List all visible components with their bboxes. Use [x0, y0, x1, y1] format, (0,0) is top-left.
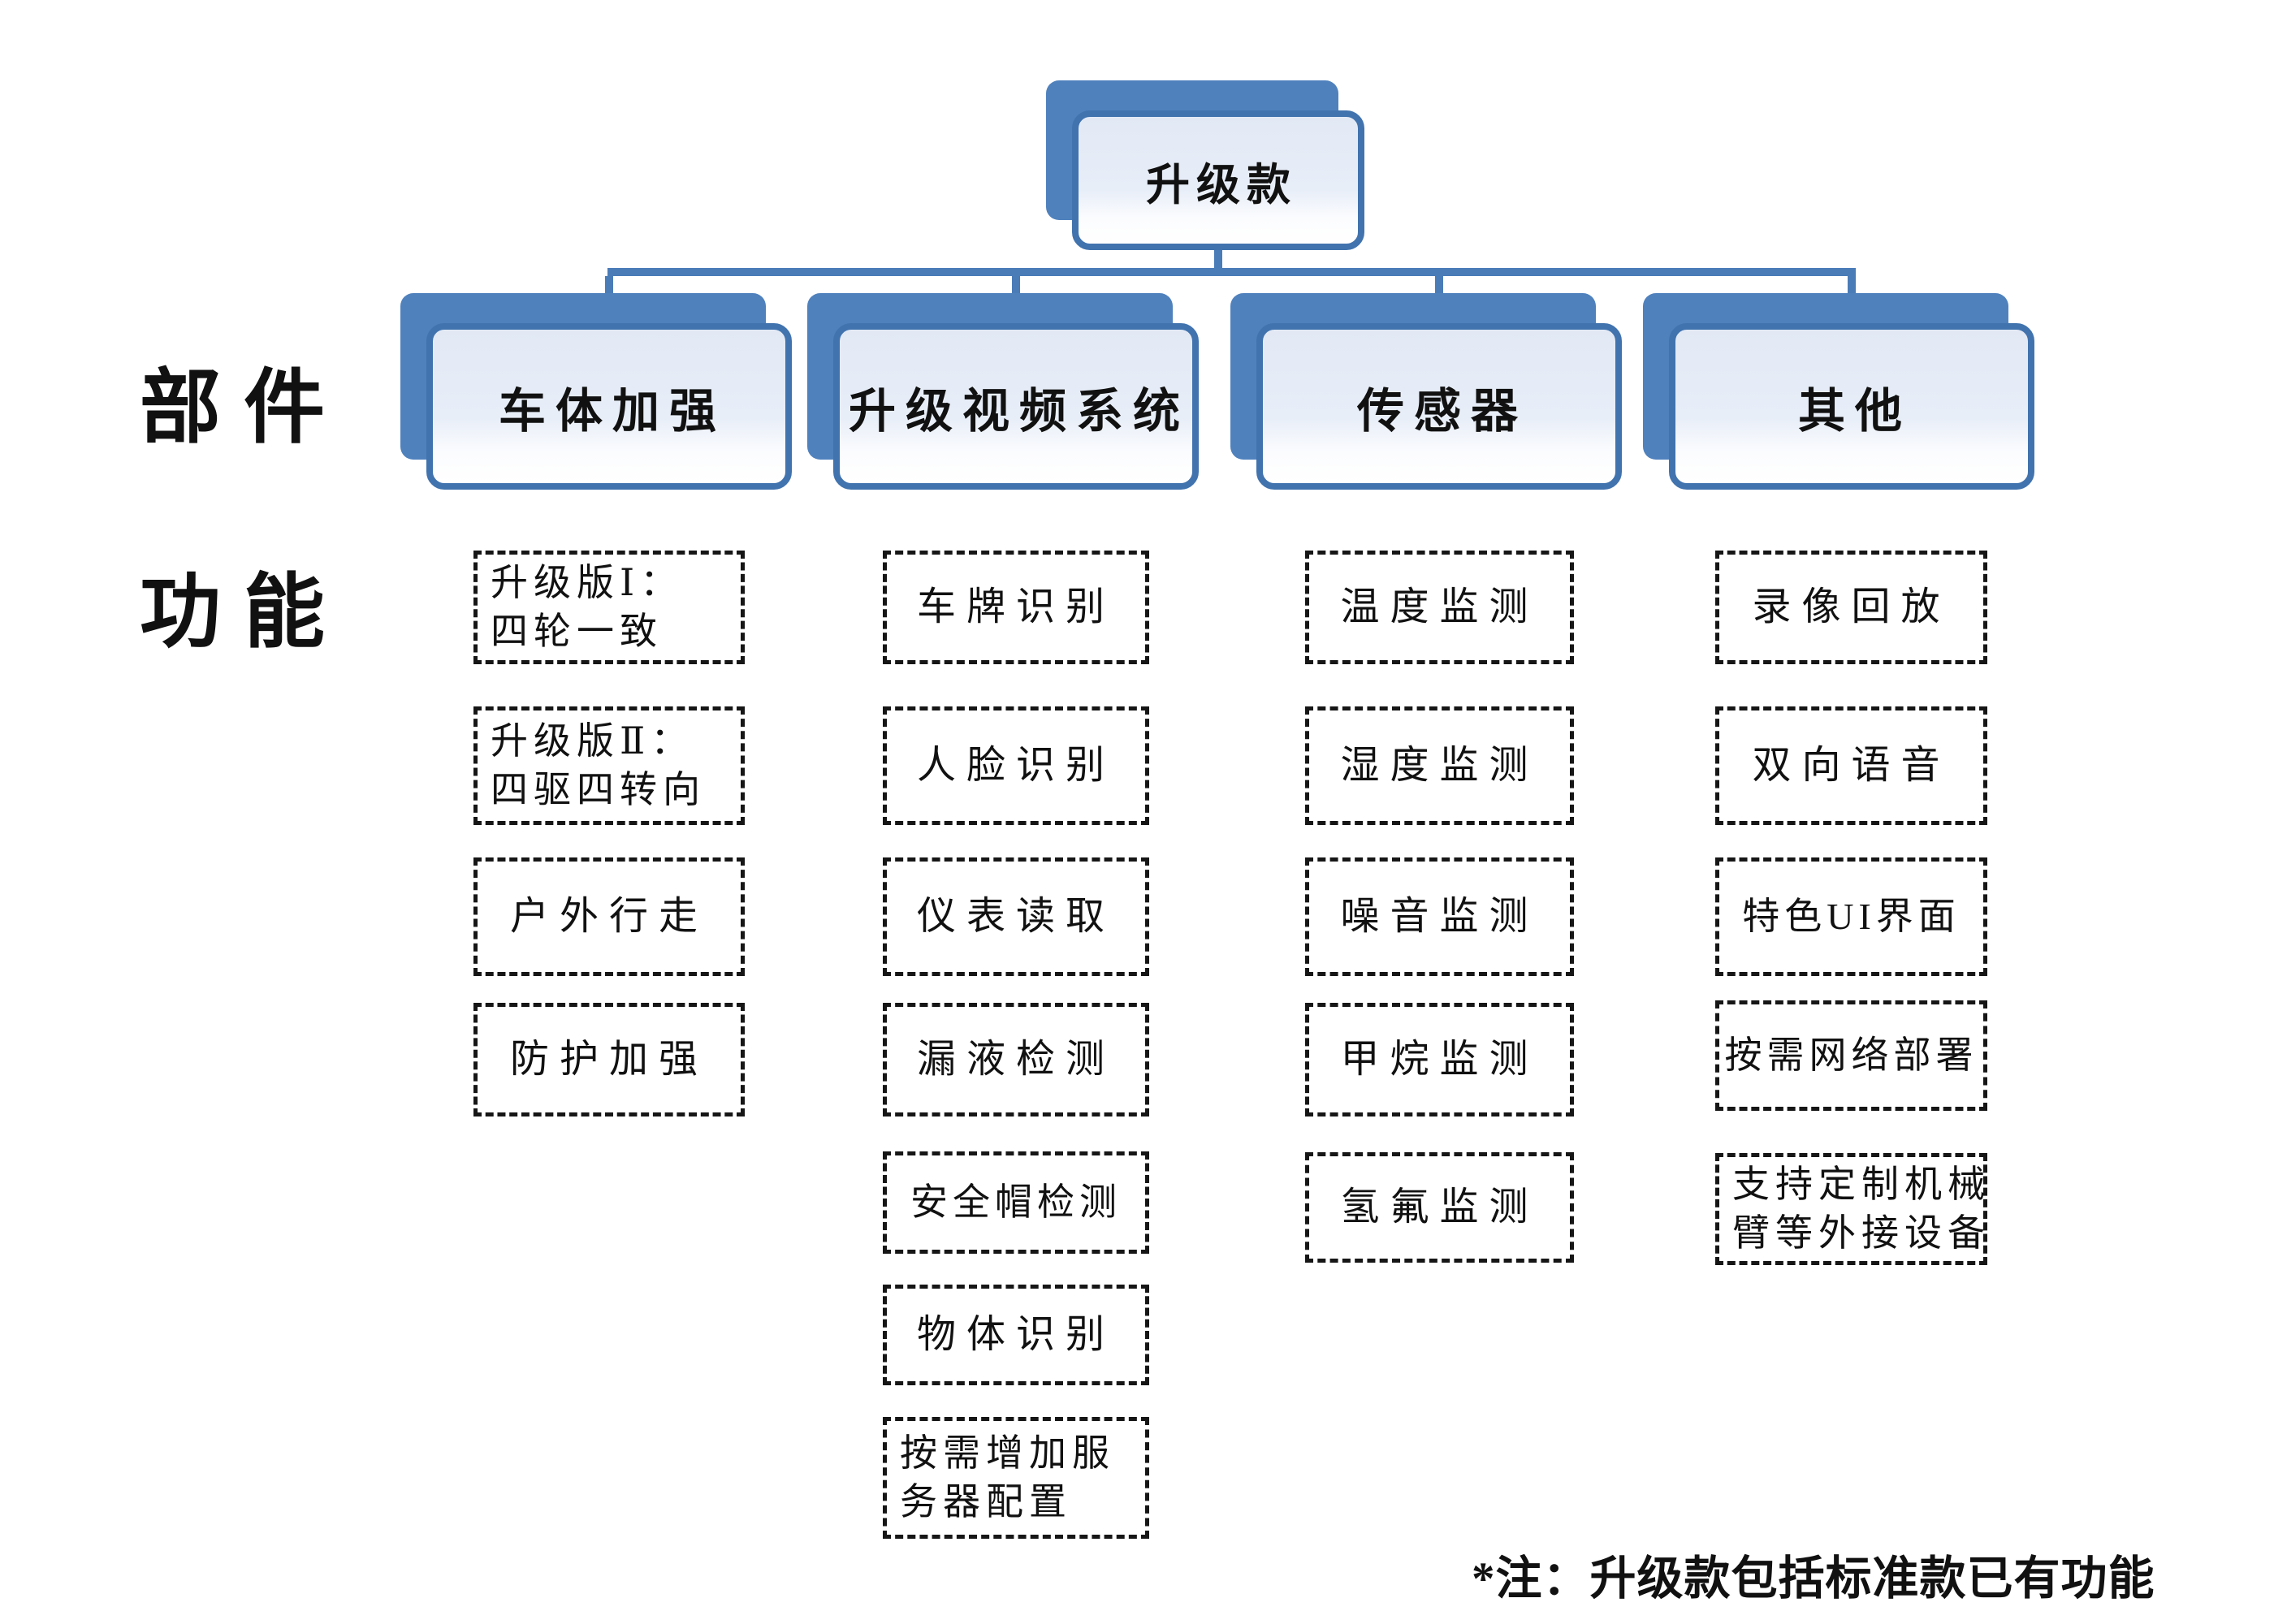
connector-root-stem: [1214, 244, 1222, 276]
column-header-other: 其他: [1643, 293, 2034, 490]
connector-drop-col3: [1435, 276, 1443, 300]
footnote: *注：升级款包括标准款已有功能: [1472, 1553, 2155, 1605]
row-label-components: 部件: [140, 363, 348, 453]
feature-label: 录像回放: [1752, 585, 1951, 628]
feature-box-external-devices: 支持定制机械 臂等外接设备: [1715, 1153, 1987, 1265]
feature-label: 防护加强: [509, 1038, 708, 1081]
feature-label: 车牌识别: [916, 585, 1115, 628]
feature-label: 升级版Ⅰ：: [491, 562, 684, 604]
column-header-label: 升级视频系统: [848, 384, 1190, 438]
feature-box-hydrofluoric: 氢氟监测: [1305, 1152, 1574, 1263]
feature-box-video-playback: 录像回放: [1715, 551, 1987, 664]
feature-box-plate-recognition: 车牌识别: [883, 551, 1149, 664]
root-node: 升级款: [1046, 80, 1364, 250]
feature-label: 人脸识别: [916, 744, 1115, 787]
feature-box-network-deploy: 按需网络部署: [1715, 1000, 1987, 1111]
feature-label: 温度监测: [1340, 585, 1539, 628]
column-header-front: 车体加强: [426, 323, 792, 490]
column-header-front: 其他: [1669, 323, 2034, 490]
feature-label: 氢氟监测: [1340, 1186, 1539, 1229]
feature-label: 仪表读取: [916, 895, 1115, 938]
column-header-front: 升级视频系统: [833, 323, 1199, 490]
feature-box-methane: 甲烷监测: [1305, 1003, 1574, 1116]
feature-box-object-recognition: 物体识别: [883, 1285, 1149, 1385]
feature-box-temperature: 温度监测: [1305, 551, 1574, 664]
feature-label: 按需增加服: [900, 1432, 1115, 1475]
column-header-front: 传感器: [1256, 323, 1622, 490]
feature-label: 务器配置: [900, 1481, 1072, 1522]
column-header-label: 车体加强: [498, 384, 726, 438]
feature-box-gauge-reading: 仪表读取: [883, 857, 1149, 976]
feature-label: 安全帽检测: [910, 1181, 1122, 1224]
connector-drop-col1: [605, 276, 613, 300]
feature-label: 按需网络部署: [1724, 1034, 1978, 1077]
feature-label: 甲烷监测: [1340, 1038, 1539, 1081]
feature-label: 四驱四转向: [491, 769, 706, 810]
feature-box-ui: 特色UI界面: [1715, 857, 1987, 976]
column-header-sensor: 传感器: [1230, 293, 1622, 490]
feature-label: 湿度监测: [1340, 744, 1539, 787]
feature-box-helmet-detection: 安全帽检测: [883, 1151, 1149, 1254]
connector-drop-col4: [1848, 276, 1856, 300]
row-label-functions: 功能: [140, 568, 348, 658]
feature-box-leak-detection: 漏液检测: [883, 1003, 1149, 1116]
column-header-body: 车体加强: [400, 293, 792, 490]
root-node-front: 升级款: [1072, 110, 1364, 250]
root-node-label: 升级款: [1146, 160, 1297, 209]
feature-box-two-way-audio: 双向语音: [1715, 706, 1987, 825]
feature-box-humidity: 湿度监测: [1305, 706, 1574, 825]
feature-label: 特色UI界面: [1742, 896, 1961, 938]
feature-box-noise: 噪音监测: [1305, 857, 1574, 976]
feature-label: 噪音监测: [1340, 895, 1539, 938]
feature-label: 双向语音: [1752, 744, 1951, 787]
feature-label: 物体识别: [916, 1313, 1115, 1356]
connector-horizontal-bar: [607, 268, 1856, 276]
feature-label: 升级版Ⅱ：: [491, 720, 694, 762]
column-header-label: 传感器: [1356, 384, 1528, 438]
connector-drop-col2: [1012, 276, 1020, 300]
feature-label: 户外行走: [509, 895, 708, 938]
feature-box-server-config: 按需增加服 务器配置: [883, 1417, 1149, 1539]
feature-box-outdoor-walk: 户外行走: [473, 857, 745, 976]
feature-label: 漏液检测: [916, 1038, 1115, 1081]
feature-label: 臂等外接设备: [1732, 1212, 1991, 1254]
feature-label: 四轮一致: [491, 611, 663, 652]
feature-box-face-recognition: 人脸识别: [883, 706, 1149, 825]
column-header-label: 其他: [1797, 384, 1912, 438]
feature-box-protection: 防护加强: [473, 1003, 745, 1116]
feature-label: 支持定制机械: [1732, 1164, 1991, 1206]
feature-box-upgrade1: 升级版Ⅰ： 四轮一致: [473, 551, 745, 664]
column-header-video: 升级视频系统: [807, 293, 1199, 490]
feature-box-upgrade2: 升级版Ⅱ： 四驱四转向: [473, 706, 745, 825]
